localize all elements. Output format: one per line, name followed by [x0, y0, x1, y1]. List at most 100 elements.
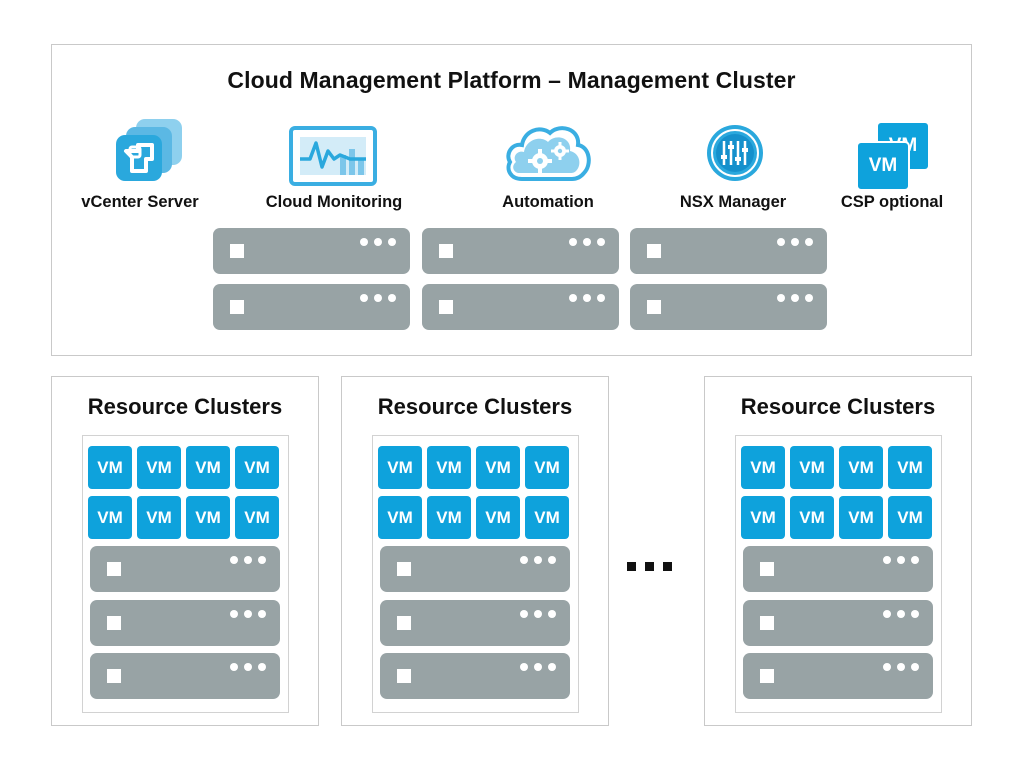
vm-tile: VM — [378, 496, 422, 539]
server-light-dot — [897, 610, 905, 618]
server-light-dot — [520, 663, 528, 671]
vm-tile: VM — [137, 496, 181, 539]
server-indicator — [230, 300, 244, 314]
server-unit — [380, 546, 570, 592]
vm-tile: VM — [790, 496, 834, 539]
server-lights — [883, 556, 919, 564]
vm-tile: VM — [427, 496, 471, 539]
server-light-dot — [791, 238, 799, 246]
server-light-dot — [911, 610, 919, 618]
server-lights — [569, 294, 605, 302]
server-lights — [360, 294, 396, 302]
server-indicator — [439, 244, 453, 258]
server-light-dot — [597, 238, 605, 246]
server-unit — [380, 653, 570, 699]
server-lights — [883, 610, 919, 618]
server-unit — [90, 546, 280, 592]
server-unit — [422, 284, 619, 330]
server-unit — [90, 600, 280, 646]
server-unit — [630, 284, 827, 330]
server-light-dot — [258, 610, 266, 618]
server-light-dot — [805, 294, 813, 302]
server-indicator — [230, 244, 244, 258]
vm-tile: VM — [476, 446, 520, 489]
server-light-dot — [883, 663, 891, 671]
server-light-dot — [520, 556, 528, 564]
server-lights — [520, 610, 556, 618]
vm-tile: VM — [378, 446, 422, 489]
server-light-dot — [388, 294, 396, 302]
server-light-dot — [244, 610, 252, 618]
server-light-dot — [583, 294, 591, 302]
server-indicator — [760, 562, 774, 576]
server-light-dot — [534, 556, 542, 564]
server-light-dot — [583, 238, 591, 246]
component-label: CSP optional — [840, 193, 944, 211]
cloud-gear-icon — [502, 121, 594, 192]
server-unit — [630, 228, 827, 274]
component-label: vCenter Server — [81, 193, 199, 211]
vm-tile: VM — [186, 496, 230, 539]
server-light-dot — [911, 663, 919, 671]
server-lights — [569, 238, 605, 246]
server-light-dot — [911, 556, 919, 564]
server-light-dot — [374, 238, 382, 246]
server-indicator — [397, 669, 411, 683]
resource-cluster-title: Resource Clusters — [87, 394, 283, 419]
server-light-dot — [883, 610, 891, 618]
server-indicator — [439, 300, 453, 314]
server-light-dot — [374, 294, 382, 302]
server-light-dot — [360, 294, 368, 302]
monitoring-icon — [288, 125, 378, 192]
server-lights — [360, 238, 396, 246]
vm-tile: VM — [235, 446, 279, 489]
server-unit — [380, 600, 570, 646]
vm-tile: VM — [476, 496, 520, 539]
resource-cluster-title: Resource Clusters — [740, 394, 936, 419]
vm-tile: VM — [525, 446, 569, 489]
server-lights — [230, 556, 266, 564]
vm-tile: VM — [137, 446, 181, 489]
server-indicator — [760, 669, 774, 683]
server-unit — [90, 653, 280, 699]
server-light-dot — [520, 610, 528, 618]
server-light-dot — [360, 238, 368, 246]
server-lights — [230, 663, 266, 671]
server-light-dot — [258, 663, 266, 671]
server-indicator — [397, 562, 411, 576]
server-unit — [743, 600, 933, 646]
vm-tile: VM — [88, 446, 132, 489]
server-indicator — [107, 669, 121, 683]
server-light-dot — [388, 238, 396, 246]
server-light-dot — [569, 294, 577, 302]
nsx-icon — [705, 123, 765, 188]
server-lights — [883, 663, 919, 671]
vm-tile: VM — [525, 496, 569, 539]
server-light-dot — [805, 238, 813, 246]
server-indicator — [107, 616, 121, 630]
server-light-dot — [244, 663, 252, 671]
component-label: Cloud Monitoring — [265, 193, 403, 211]
server-light-dot — [777, 238, 785, 246]
server-light-dot — [230, 610, 238, 618]
vm-tile: VM — [839, 496, 883, 539]
server-light-dot — [548, 663, 556, 671]
vm-tile: VM — [427, 446, 471, 489]
vm-tile: VM — [741, 496, 785, 539]
vm-tile: VM — [839, 446, 883, 489]
server-light-dot — [534, 663, 542, 671]
vm-tile: VM — [235, 496, 279, 539]
vm-tile: VM — [186, 446, 230, 489]
server-indicator — [647, 300, 661, 314]
server-light-dot — [548, 610, 556, 618]
server-light-dot — [597, 294, 605, 302]
server-light-dot — [230, 556, 238, 564]
vm-front-tile: VM — [856, 141, 910, 191]
server-unit — [743, 653, 933, 699]
server-light-dot — [883, 556, 891, 564]
